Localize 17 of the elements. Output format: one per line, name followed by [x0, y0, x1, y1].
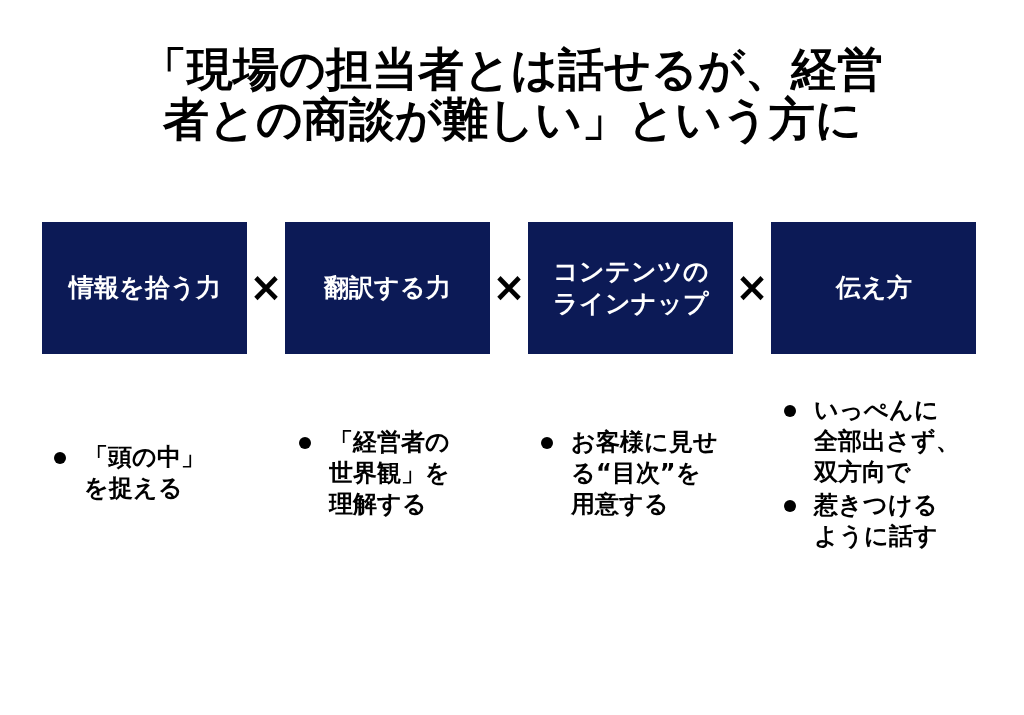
- bullet-text: 「経営者の世界観」を理解する: [329, 426, 451, 520]
- multiply-sign: ×: [248, 267, 284, 307]
- box-label: コンテンツのラインナップ: [551, 256, 710, 320]
- bullet-text: いっぺんに全部出さず、双方向で: [814, 394, 961, 488]
- box-label: 翻訳する力: [324, 272, 451, 304]
- skill-box: [528, 222, 733, 354]
- bullet-text: お客様に見せる“目次”を用意する: [571, 426, 719, 520]
- box-label: 情報を拾う力: [68, 272, 221, 304]
- skill-box: [771, 222, 976, 354]
- skill-box: [285, 222, 490, 354]
- multiply-sign: ×: [734, 267, 770, 307]
- box-label: 伝え方: [835, 272, 912, 304]
- multiply-sign: ×: [491, 267, 527, 307]
- title: 「現場の担当者とは話せるが、経営者との商談が難しい」という方に: [140, 44, 884, 144]
- bullet-text: 「頭の中」を捉える: [84, 442, 206, 504]
- bullet-text: 惹きつけるように話す: [814, 489, 939, 552]
- skill-box: [42, 222, 247, 354]
